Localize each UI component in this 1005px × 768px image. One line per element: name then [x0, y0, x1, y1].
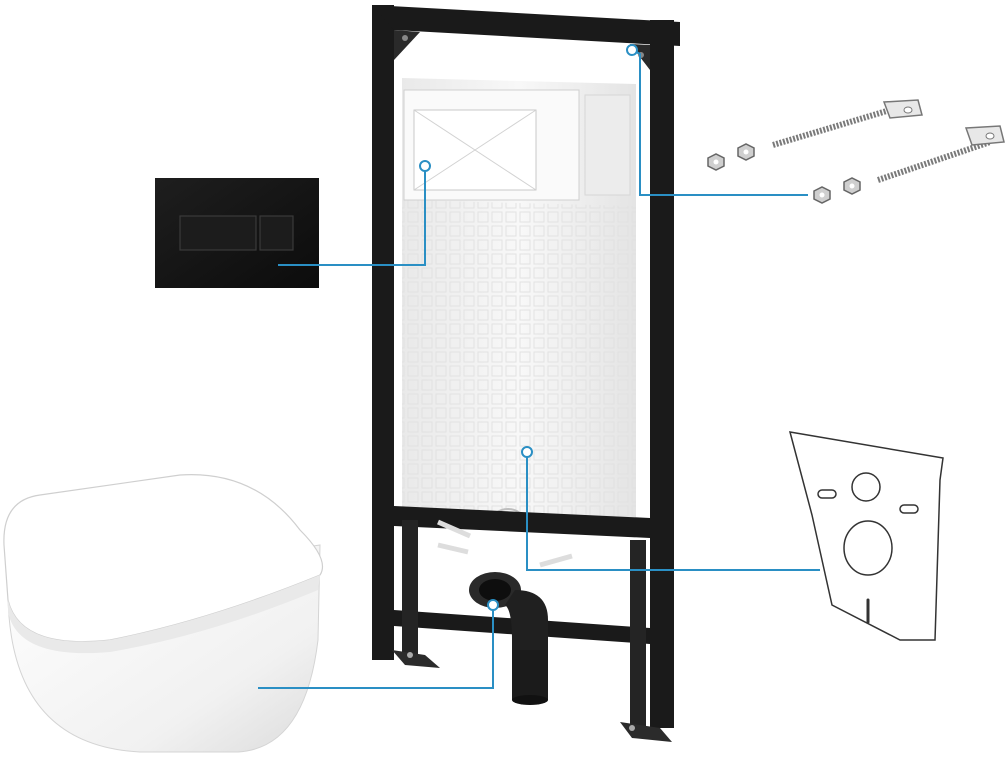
toilet-lid: [3, 474, 324, 643]
anchor-bolt-upper: [772, 107, 891, 148]
frame-front-right-leg: [630, 540, 646, 730]
anchor-bolt-lower: [877, 139, 991, 183]
callout-dot-drain: [487, 599, 499, 611]
callout-dot-service-box: [419, 160, 431, 172]
fixing-bolts: [707, 99, 1005, 204]
bolt-bracket-lower: [964, 125, 1005, 146]
frame-right-post: [650, 20, 674, 728]
callout-dot-cistern: [521, 446, 533, 458]
callout-insulation: [526, 455, 820, 571]
frame-left-post: [372, 5, 394, 660]
flush-plate: [155, 178, 319, 288]
frame-front-left-leg: [402, 520, 418, 660]
callout-toilet: [258, 608, 494, 689]
frame-left-foot: [392, 650, 440, 668]
bolt-bracket-upper: [882, 99, 923, 119]
flush-plate-small-button: [259, 215, 294, 251]
sound-insulation-pad: [788, 431, 944, 641]
callout-dot-frame-top: [626, 44, 638, 56]
toilet-lid-edge: [8, 575, 320, 654]
callout-flush-plate: [278, 166, 426, 266]
frame-top-bar: [372, 5, 680, 46]
frame-mid-bar: [394, 506, 650, 538]
wall-hung-toilet: [3, 474, 324, 753]
callout-lines: [258, 44, 820, 689]
frame-top-left-bracket: [394, 30, 420, 60]
flush-plate-large-button: [179, 215, 257, 251]
installation-frame: [372, 5, 680, 742]
